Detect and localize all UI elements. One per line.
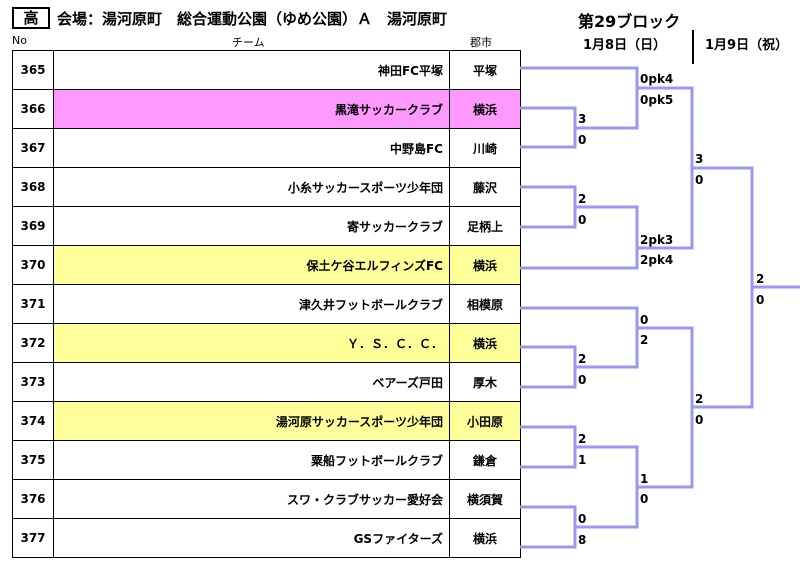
team-city: 横浜: [449, 323, 521, 363]
score-r2-b-top: 2pk3: [640, 233, 674, 247]
score-r2-c-top: 0: [640, 313, 649, 327]
score-r1-372-373-b: 0: [578, 373, 587, 387]
team-name: 寄サッカークラブ: [53, 206, 450, 246]
col-header-team: チーム: [232, 36, 265, 49]
col-header-city: 郡市: [470, 36, 492, 49]
team-city: 川崎: [449, 128, 521, 168]
bracket-line-final: [692, 166, 754, 409]
team-number: 369: [12, 206, 54, 246]
score-r1-366-367-a: 3: [578, 112, 587, 126]
team-number: 368: [12, 167, 54, 207]
team-number: 376: [12, 479, 54, 519]
score-r2-c-bot: 2: [640, 333, 649, 347]
block-title: 第29ブロック: [578, 12, 681, 31]
score-r2-a-bot: 0pk5: [640, 93, 674, 107]
team-number: 372: [12, 323, 54, 363]
team-name: 中野島FC: [53, 128, 450, 168]
score-r1-374-375-a: 2: [578, 432, 587, 446]
team-name: スワ・クラブサッカー愛好会: [53, 479, 450, 519]
bracket-line-r2-b: [520, 205, 639, 270]
score-r1-372-373-a: 2: [578, 352, 587, 366]
team-name: ベアーズ戸田: [53, 362, 450, 402]
venue-title: 会場：湯河原町 総合運動公園（ゆめ公園）Ａ 湯河原町: [57, 10, 448, 28]
team-number: 371: [12, 284, 54, 324]
score-r1-368-369-b: 0: [578, 213, 587, 227]
team-city: 平塚: [449, 50, 521, 90]
bracket-line-r1-376-377: [520, 505, 577, 549]
score-sf1-top: 3: [695, 152, 704, 166]
score-r1-374-375-b: 1: [578, 453, 587, 467]
date-day1: 1月8日（日）: [583, 38, 667, 53]
team-name: GSファイターズ: [53, 518, 450, 558]
score-r1-368-369-a: 2: [578, 192, 587, 206]
team-name: Ｙ．Ｓ．Ｃ．Ｃ．: [53, 323, 450, 363]
score-sf1-bot: 0: [695, 173, 704, 187]
bracket-line-r1-366-367: [520, 106, 577, 149]
col-header-no: No: [12, 34, 27, 47]
team-city: 横浜: [449, 518, 521, 558]
bracket-line-r1-368-369: [520, 185, 577, 229]
bracket-line-sf1: [637, 86, 694, 250]
bracket-line-r2-a: [520, 66, 639, 130]
date-day2: 1月9日（祝）: [705, 38, 789, 53]
team-city: 足柄上: [449, 206, 521, 246]
team-name: 保土ケ谷エルフィンズFC: [53, 245, 450, 285]
score-final-top: 2: [756, 272, 765, 286]
score-r2-d-bot: 0: [640, 492, 649, 506]
team-name: 小糸サッカースポーツ少年団: [53, 167, 450, 207]
team-number: 365: [12, 50, 54, 90]
score-r2-d-top: 1: [640, 472, 649, 486]
team-name: 黒滝サッカークラブ: [53, 89, 450, 129]
date-divider: [692, 30, 694, 64]
score-r2-b-bot: 2pk4: [640, 253, 674, 267]
score-final-bot: 0: [756, 293, 765, 307]
score-r1-376-377-a: 0: [578, 512, 587, 526]
team-number: 367: [12, 128, 54, 168]
team-city: 鎌倉: [449, 440, 521, 480]
bracket-line-r1-372-373: [520, 345, 577, 389]
bracket-line-r2-c: [520, 306, 639, 369]
bracket-line-sf2: [637, 326, 694, 489]
team-city: 横浜: [449, 245, 521, 285]
team-number: 377: [12, 518, 54, 558]
team-city: 小田原: [449, 401, 521, 441]
category-badge: 高: [12, 7, 50, 29]
team-city: 横浜: [449, 89, 521, 129]
score-r1-366-367-b: 0: [578, 133, 587, 147]
score-sf2-bot: 0: [695, 413, 704, 427]
score-r2-a-top: 0pk4: [640, 72, 674, 86]
bracket-line-r1-374-375: [520, 425, 577, 469]
score-r1-376-377-b: 8: [578, 533, 587, 547]
score-sf2-top: 2: [695, 392, 704, 406]
